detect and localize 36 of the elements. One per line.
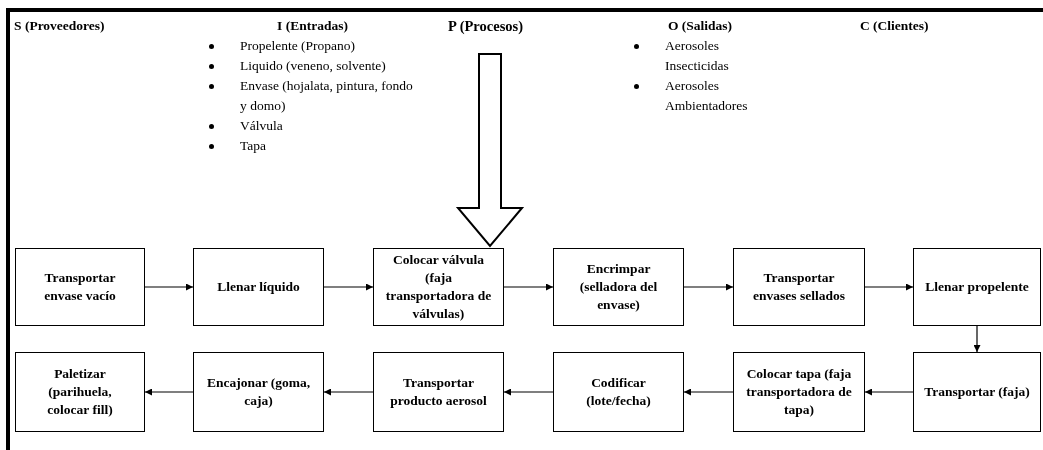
process-box: Colocar válvula (faja transportadora de válvulas) bbox=[373, 248, 504, 326]
column-heading: S (Proveedores) bbox=[14, 17, 106, 35]
arrow bbox=[144, 283, 194, 291]
process-box: Transportar envases sellados bbox=[733, 248, 865, 326]
process-box: Llenar líquido bbox=[193, 248, 324, 326]
process-box: Paletizar (parihuela, colocar fill) bbox=[15, 352, 145, 432]
process-box: Codificar (lote/fecha) bbox=[553, 352, 684, 432]
arrow bbox=[144, 388, 194, 396]
bullet-item: Aerosoles Insecticidas bbox=[665, 37, 730, 75]
arrow bbox=[503, 283, 554, 291]
bullet-item: Válvula bbox=[240, 117, 283, 135]
bullet-item: Liquido (veneno, solvente) bbox=[240, 57, 386, 75]
arrow bbox=[683, 283, 734, 291]
block-arrow bbox=[455, 53, 525, 248]
arrow bbox=[323, 388, 374, 396]
arrow bbox=[864, 283, 914, 291]
arrow bbox=[323, 283, 374, 291]
arrow bbox=[503, 388, 554, 396]
bullet-item: Propelente (Propano) bbox=[240, 37, 356, 55]
bullet-item: Tapa bbox=[240, 137, 267, 155]
bullet-item: Envase (hojalata, pintura, fondo y domo) bbox=[240, 77, 414, 115]
column-heading: P (Procesos) bbox=[448, 16, 560, 36]
arrow bbox=[864, 388, 914, 396]
process-box: Transportar producto aerosol bbox=[373, 352, 504, 432]
column-heading: I (Entradas) bbox=[276, 17, 349, 35]
arrow bbox=[973, 325, 981, 353]
process-box: Encrimpar (selladora del envase) bbox=[553, 248, 684, 326]
arrow bbox=[683, 388, 734, 396]
process-box: Colocar tapa (faja transportadora de tapa) bbox=[733, 352, 865, 432]
process-box: Transportar envase vacío bbox=[15, 248, 145, 326]
process-box: Llenar propelente bbox=[913, 248, 1041, 326]
bullet-item: Aerosoles Ambientadores bbox=[665, 77, 749, 115]
column-heading: O (Salidas) bbox=[666, 17, 734, 35]
column-heading: C (Clientes) bbox=[860, 17, 930, 35]
process-box: Encajonar (goma, caja) bbox=[193, 352, 324, 432]
process-box: Transportar (faja) bbox=[913, 352, 1041, 432]
